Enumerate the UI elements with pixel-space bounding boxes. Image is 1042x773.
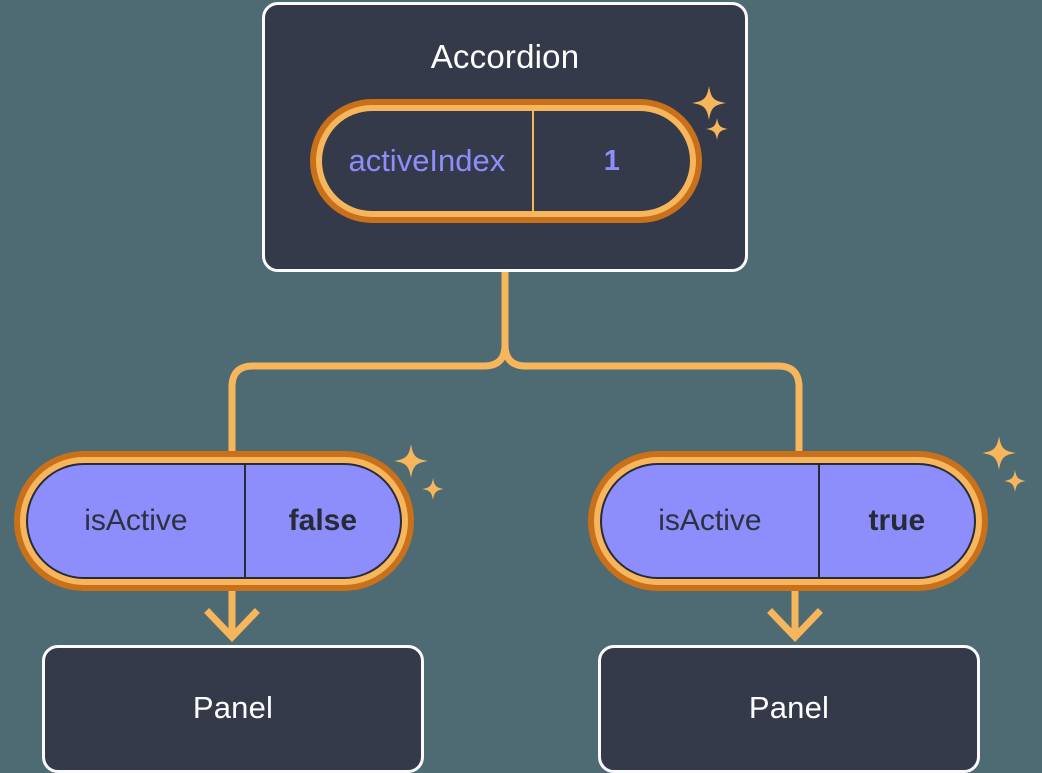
pill-inner-ring: activeIndex 1	[316, 105, 696, 217]
state-key-is-active-right: isActive	[658, 504, 762, 537]
state-value-is-active-right: true	[817, 465, 974, 577]
node-panel-left[interactable]: Panel	[42, 645, 424, 773]
pill-inner-ring: isActive true	[594, 457, 982, 585]
node-accordion-title: Accordion	[430, 38, 580, 75]
sparkle-icon	[1004, 470, 1026, 492]
pill-body: activeIndex 1	[322, 111, 690, 211]
connector-branch-left	[228, 344, 509, 455]
pill-body: isActive false	[26, 463, 402, 579]
pill-body: isActive true	[600, 463, 976, 579]
node-panel-right[interactable]: Panel	[598, 645, 980, 773]
state-pill-is-active-left[interactable]: isActive false	[14, 451, 414, 591]
connector-branch-right	[501, 344, 803, 455]
state-value-is-active-left: false	[243, 465, 400, 577]
state-pill-is-active-right[interactable]: isActive true	[588, 451, 988, 591]
pill-inner-ring: isActive false	[20, 457, 408, 585]
state-pill-active-index[interactable]: activeIndex 1	[310, 99, 702, 223]
arrow-head-left-icon	[204, 608, 260, 643]
sparkle-icon	[422, 478, 444, 500]
node-panel-right-title: Panel	[748, 690, 830, 725]
sparkle-icon	[394, 444, 428, 478]
state-key-active-index: activeIndex	[348, 143, 506, 178]
state-key-is-active-left: isActive	[84, 504, 188, 537]
state-value-active-index: 1	[531, 111, 690, 211]
node-panel-left-title: Panel	[192, 690, 274, 725]
arrow-head-right-icon	[767, 608, 823, 643]
sparkle-icon	[982, 436, 1016, 470]
